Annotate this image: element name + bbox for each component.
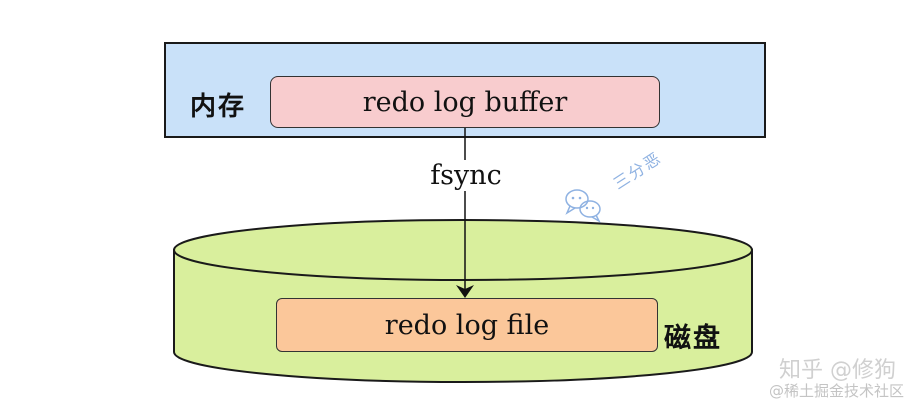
memory-label: 内存 xyxy=(190,92,247,122)
juejin-watermark: @稀土掘金技术社区 xyxy=(768,382,904,400)
redo-log-file-box: redo log file xyxy=(276,298,658,352)
zhihu-watermark: 知乎 @修狗 xyxy=(779,358,896,383)
disk-label: 磁盘 xyxy=(664,323,722,354)
redo-log-buffer-box: redo log buffer xyxy=(270,76,660,128)
fsync-label: fsync xyxy=(411,160,521,191)
